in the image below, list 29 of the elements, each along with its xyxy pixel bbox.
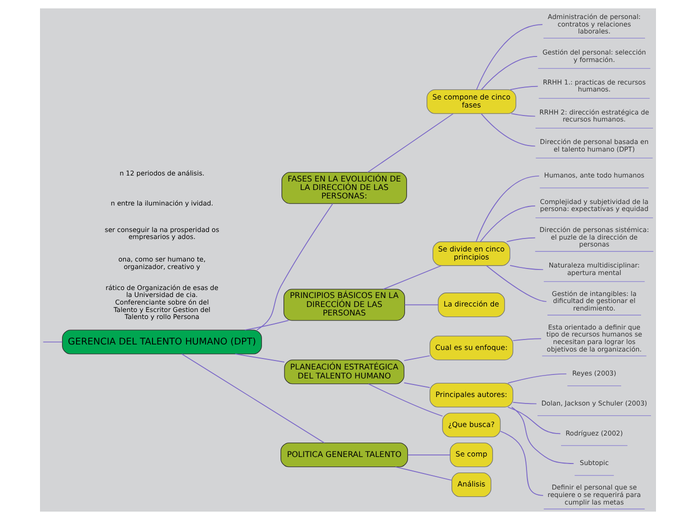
connector: [404, 382, 430, 388]
connector: [244, 320, 289, 330]
connector: [407, 454, 450, 456]
connector: [506, 237, 536, 242]
connector: [181, 354, 325, 444]
connector: [394, 466, 452, 481]
connector: [512, 338, 542, 342]
connector: [481, 56, 538, 90]
connector: [234, 354, 285, 363]
connector: [480, 205, 536, 242]
connector: [510, 113, 536, 117]
connector: [256, 203, 334, 330]
connector: [480, 113, 536, 147]
connector: [382, 265, 442, 290]
connector: [476, 176, 540, 242]
connector: [367, 113, 454, 173]
connector: [510, 86, 538, 90]
connector: [404, 304, 439, 306]
connector: [511, 406, 574, 464]
connector: [404, 355, 430, 362]
connector: [507, 406, 561, 434]
connector: [476, 24, 543, 90]
connector: [510, 265, 544, 270]
node-box: GERENCIA DEL TALENTO HUMANO (DPT): [62, 330, 262, 354]
connector: [500, 430, 544, 496]
connector: [512, 402, 537, 404]
connector: [368, 383, 443, 417]
connector: [507, 373, 567, 384]
connector: [486, 265, 547, 302]
